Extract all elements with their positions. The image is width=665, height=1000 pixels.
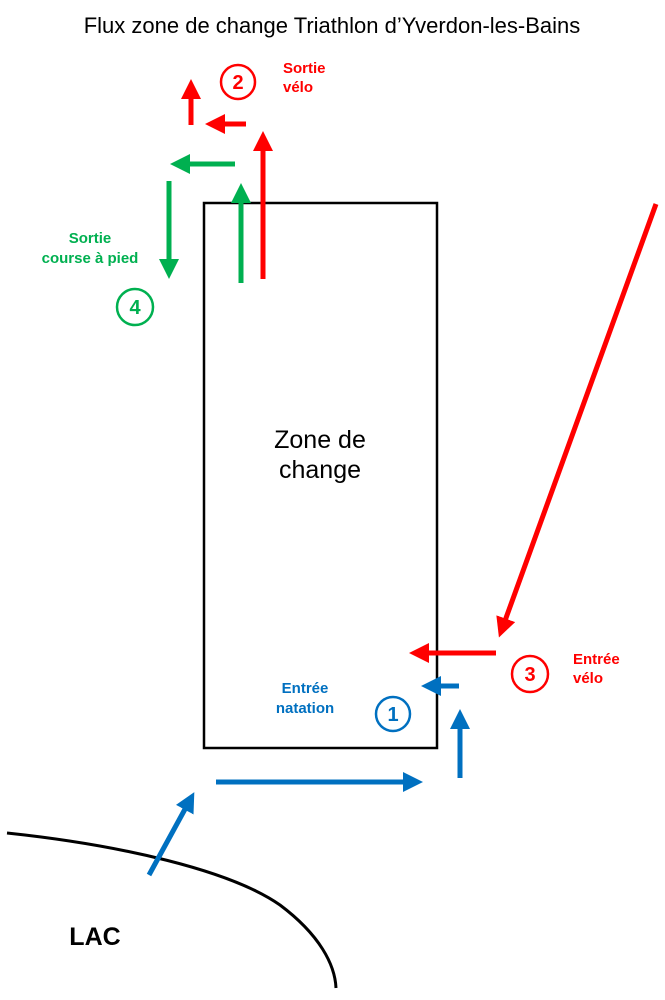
- lake-label: LAC: [69, 923, 120, 951]
- step-3-label-line2: vélo: [573, 670, 603, 687]
- step-4-number: 4: [129, 297, 141, 319]
- swim-flow: [146, 676, 470, 877]
- step-2-label-line1: Sortie: [283, 60, 326, 77]
- step-2-label-line2: vélo: [283, 79, 313, 96]
- step-4-label-line2: course à pied: [42, 250, 139, 267]
- step-3-label-line1: Entrée: [573, 651, 620, 668]
- step-3-number: 3: [524, 664, 535, 686]
- step-1-circle: [374, 695, 412, 733]
- step-1-label-line1: Entrée: [282, 680, 329, 697]
- step-1: 1 Entrée natation: [276, 680, 412, 733]
- step-1-number: 1: [387, 704, 398, 726]
- bike-arrow-incoming: [496, 203, 659, 638]
- zone-label-line2: change: [279, 456, 361, 484]
- step-3: 3 Entrée vélo: [510, 651, 620, 694]
- step-2-circle: [219, 63, 257, 101]
- step-2-number: 2: [232, 72, 243, 94]
- bike-flow: [181, 79, 659, 663]
- lake-shoreline: [6, 831, 338, 989]
- step-4-label-line1: Sortie: [69, 230, 112, 247]
- step-1-label-line2: natation: [276, 700, 334, 717]
- zone-label-line1: Zone de: [274, 426, 366, 454]
- step-4: 4 Sortie course à pied: [42, 230, 155, 327]
- transition-zone-box: [202, 201, 439, 750]
- run-flow: [159, 154, 251, 283]
- step-3-circle: [510, 654, 550, 694]
- step-2: 2 Sortie vélo: [219, 60, 326, 101]
- step-4-circle: [115, 287, 155, 327]
- diagram-title: Flux zone de change Triathlon d’Yverdon-…: [84, 13, 581, 38]
- swim-arrow-from-lake: [146, 792, 195, 877]
